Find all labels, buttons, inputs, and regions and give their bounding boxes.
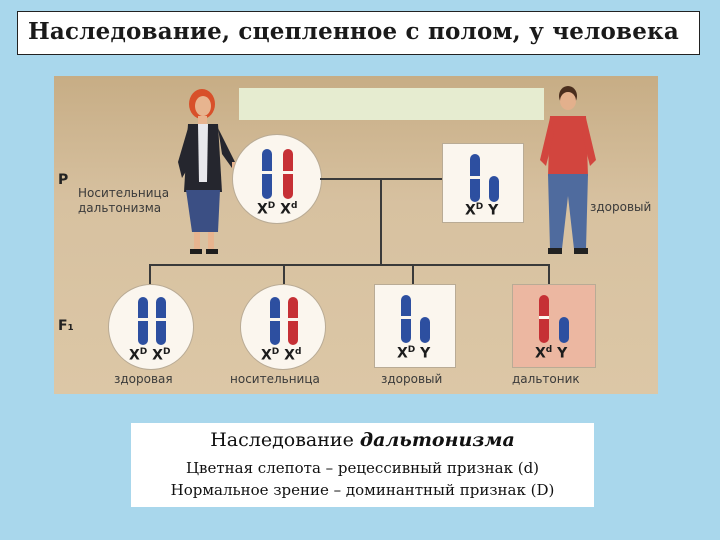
offspring-bracket — [149, 264, 549, 266]
x-chromosome-dominant — [156, 297, 166, 345]
offspring-cell-4: Xd Y — [512, 284, 596, 368]
offspring-drop-4 — [548, 264, 550, 284]
x-chromosome-recessive — [288, 297, 298, 345]
generation-f1-label: F₁ — [58, 318, 74, 334]
y-chromosome — [420, 317, 430, 343]
mother-label: Носительница дальтонизма — [78, 186, 170, 215]
offspring-4-genotype: Xd Y — [535, 345, 568, 362]
offspring-2-label: носительница — [230, 372, 320, 386]
offspring-cell-1: XD XD — [108, 284, 194, 370]
offspring-drop-1 — [149, 264, 151, 284]
x-chromosome-dominant — [401, 295, 411, 343]
offspring-cell-2: XD Xd — [240, 284, 326, 370]
offspring-3-genotype: XD Y — [397, 345, 431, 362]
x-chromosome-dominant — [270, 297, 280, 345]
offspring-cell-3: XD Y — [374, 284, 456, 368]
x-chromosome-recessive — [539, 295, 549, 343]
offspring-drop-3 — [412, 264, 414, 284]
x-chromosome-recessive — [283, 149, 293, 199]
offspring-1-label: здоровая — [114, 372, 173, 386]
mother-cell: XD Xd — [232, 134, 322, 224]
y-chromosome — [559, 317, 569, 343]
descent-line — [380, 179, 382, 265]
header-band — [239, 88, 544, 120]
father-cell: XD Y — [442, 143, 524, 223]
x-chromosome-dominant — [138, 297, 148, 345]
offspring-3-label: здоровый — [381, 372, 443, 386]
inheritance-diagram: P F₁ Носительница дальтонизма здоровый X — [54, 76, 658, 394]
offspring-drop-2 — [283, 264, 285, 284]
mother-figure — [178, 89, 238, 254]
offspring-2-genotype: XD Xd — [261, 347, 302, 364]
father-figure — [540, 86, 596, 254]
offspring-4-label: дальтоник — [512, 372, 580, 386]
caption-line-dominant: Нормальное зрение – доминантный признак … — [170, 481, 555, 499]
father-label: здоровый — [590, 200, 652, 214]
caption-heading: Наследование дальтонизма — [210, 429, 515, 451]
mother-genotype: XD Xd — [257, 201, 298, 218]
y-chromosome — [489, 176, 499, 202]
slide-title: Наследование, сцепленное с полом, у чело… — [28, 18, 679, 45]
x-chromosome-dominant — [470, 154, 480, 202]
father-genotype: XD Y — [465, 202, 499, 219]
caption-line-recessive: Цветная слепота – рецессивный признак (d… — [185, 459, 540, 477]
generation-p-label: P — [58, 172, 69, 188]
caption-box: Наследование дальтонизма Цветная слепота… — [131, 423, 594, 507]
x-chromosome-dominant — [262, 149, 272, 199]
offspring-1-genotype: XD XD — [129, 347, 171, 364]
slide-title-box: Наследование, сцепленное с полом, у чело… — [17, 11, 700, 55]
